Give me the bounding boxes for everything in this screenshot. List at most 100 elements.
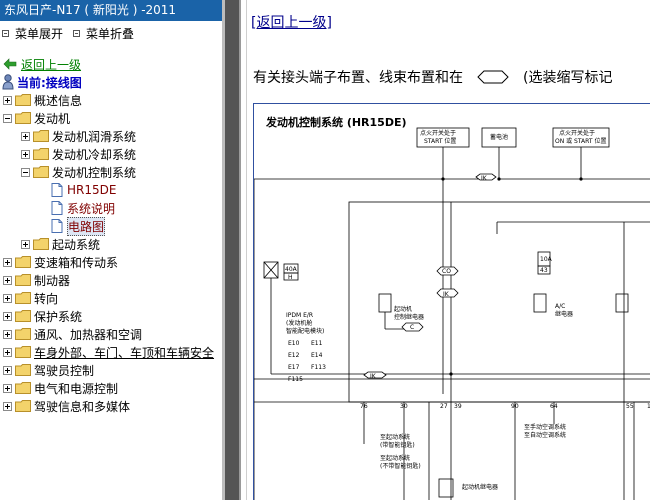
expand-toggle-icon[interactable]	[21, 239, 30, 249]
menu-expand-button[interactable]: 菜单展开	[2, 25, 63, 42]
label-starter-relay2: 控制继电器	[394, 313, 424, 321]
menu-bar: 菜单展开 菜单折叠	[0, 24, 222, 42]
label-f113: F113	[311, 364, 326, 371]
tree-node[interactable]: 车身外部、车门、车顶和车辆安全	[3, 343, 214, 361]
tree-node[interactable]: 发动机	[3, 109, 70, 127]
expand-icon	[2, 29, 9, 37]
tree-node[interactable]: 发动机冷却系统	[21, 145, 136, 163]
label-pin55: 55	[626, 403, 634, 410]
back-link[interactable]: 返回上一级	[21, 57, 82, 72]
collapse-toggle-icon[interactable]	[3, 113, 12, 123]
expand-toggle-icon[interactable]	[3, 95, 12, 105]
label-fuse10b: 43	[540, 267, 548, 274]
content-back-link[interactable]: [返回上一级]	[251, 15, 332, 31]
tree-node[interactable]: 转向	[3, 289, 58, 307]
label-fuse40b: H	[288, 274, 293, 281]
tree-node[interactable]: 电气和电源控制	[3, 379, 118, 397]
collapse-toggle-icon[interactable]	[21, 167, 30, 177]
menu-collapse-button[interactable]: 菜单折叠	[73, 25, 134, 42]
document-icon	[51, 219, 63, 233]
expand-toggle-icon[interactable]	[3, 311, 12, 321]
label-to-ac1: 至手动空调系统	[524, 423, 566, 431]
wiring-diagram-graphic: 点火开关处于 START 位置 蓄电池 点火开关处于 ON 或 START 位置…	[254, 127, 650, 500]
folder-icon	[15, 256, 31, 268]
folder-icon	[15, 400, 31, 412]
tree-node-label: HR15DE	[67, 183, 117, 197]
label-ac-relay1: A/C	[555, 303, 565, 310]
folder-icon	[33, 166, 49, 178]
tree-node-label: 概述信息	[34, 93, 83, 108]
tree-node-label: 发动机润滑系统	[52, 129, 137, 144]
tree-node-label: 驾驶信息和多媒体	[34, 399, 131, 414]
label-e17: E17	[288, 364, 300, 371]
label-pin76: 76	[360, 403, 368, 410]
label-to-start2: (带智能钥匙)	[380, 441, 415, 449]
tree-node[interactable]: 保护系统	[3, 307, 82, 325]
tree-node-label: 转向	[34, 291, 59, 306]
expand-toggle-icon[interactable]	[21, 131, 30, 141]
expand-toggle-icon[interactable]	[3, 347, 12, 357]
user-icon	[2, 74, 14, 90]
tree-node[interactable]: 发动机润滑系统	[21, 127, 136, 145]
content-pane: [返回上一级] 有关接头端子布置、线束布置和在 (选装缩写标记 发动机控制系统 …	[241, 0, 650, 500]
label-ign-on: 点火开关处于	[559, 129, 595, 137]
tree-node[interactable]: 系统说明	[51, 199, 115, 217]
folder-icon	[15, 310, 31, 322]
label-pin30: 30	[400, 403, 408, 410]
tree-node[interactable]: 变速箱和传动系	[3, 253, 118, 271]
tree-node[interactable]: HR15DE	[51, 181, 116, 199]
label-conn-c: C	[410, 324, 414, 331]
tree-node-label: 电气和电源控制	[34, 381, 119, 396]
label-ik-top: IK	[481, 175, 488, 182]
folder-icon	[15, 94, 31, 106]
tree-node[interactable]: 驾驶信息和多媒体	[3, 397, 130, 415]
expand-toggle-icon[interactable]	[3, 329, 12, 339]
folder-icon	[15, 274, 31, 286]
label-ipdm2: (发动机舱	[286, 319, 312, 327]
expand-toggle-icon[interactable]	[3, 365, 12, 375]
expand-toggle-icon[interactable]	[3, 275, 12, 285]
label-ipdm3: 智能配电模块)	[286, 327, 324, 335]
tree-node-label: 电路图	[67, 216, 106, 236]
tree-node-label: 车身外部、车门、车顶和车辆安全	[34, 345, 215, 360]
navigation-pane: 东风日产-N17 ( 新阳光 ) -2011 菜单展开 菜单折叠 返回上一级 当…	[0, 0, 222, 500]
tree-node[interactable]: 制动器	[3, 271, 70, 289]
back-link-row: 返回上一级	[0, 56, 222, 72]
collapse-icon	[73, 29, 81, 37]
tree-node[interactable]: 概述信息	[3, 91, 82, 109]
label-ign-on2: ON 或 START 位置	[555, 137, 606, 145]
label-to-start4: (不带智能钥匙)	[380, 462, 421, 470]
expand-toggle-icon[interactable]	[3, 401, 12, 411]
label-fuse10: 10A	[540, 256, 553, 263]
intro-text: 有关接头端子布置、线束布置和在 (选装缩写标记	[253, 67, 612, 87]
label-pin39: 39	[454, 403, 462, 410]
wiring-diagram: 发动机控制系统 (HR15DE)	[253, 103, 650, 500]
diagram-title: 发动机控制系统 (HR15DE)	[266, 116, 407, 129]
tree-node-label: 发动机	[34, 111, 71, 126]
tree-node[interactable]: 电路图	[51, 216, 106, 236]
label-battery: 蓄电池	[490, 133, 508, 141]
document-icon	[51, 183, 63, 197]
folder-icon	[33, 238, 49, 250]
folder-icon	[33, 130, 49, 142]
label-e10: E10	[288, 340, 300, 347]
label-pin27: 27	[440, 403, 448, 410]
current-location: 当前:接线图	[0, 73, 222, 91]
tree-node[interactable]: 驾驶员控制	[3, 361, 94, 379]
menu-expand-label: 菜单展开	[15, 26, 64, 41]
pane-splitter[interactable]	[222, 0, 241, 500]
tree-node[interactable]: 通风、加热器和空调	[3, 325, 142, 343]
folder-icon	[15, 346, 31, 358]
expand-toggle-icon[interactable]	[21, 149, 30, 159]
tree-node[interactable]: 发动机控制系统	[21, 163, 136, 181]
label-to-start3: 至起动系统	[380, 454, 410, 462]
expand-toggle-icon[interactable]	[3, 383, 12, 393]
label-starter-relay-bottom: 起动机继电器	[462, 483, 498, 491]
label-fuse40: 40A	[285, 266, 298, 273]
expand-toggle-icon[interactable]	[3, 293, 12, 303]
tree-node[interactable]: 起动系统	[21, 235, 100, 253]
expand-toggle-icon[interactable]	[3, 257, 12, 267]
folder-icon	[15, 364, 31, 376]
folder-icon	[15, 292, 31, 304]
